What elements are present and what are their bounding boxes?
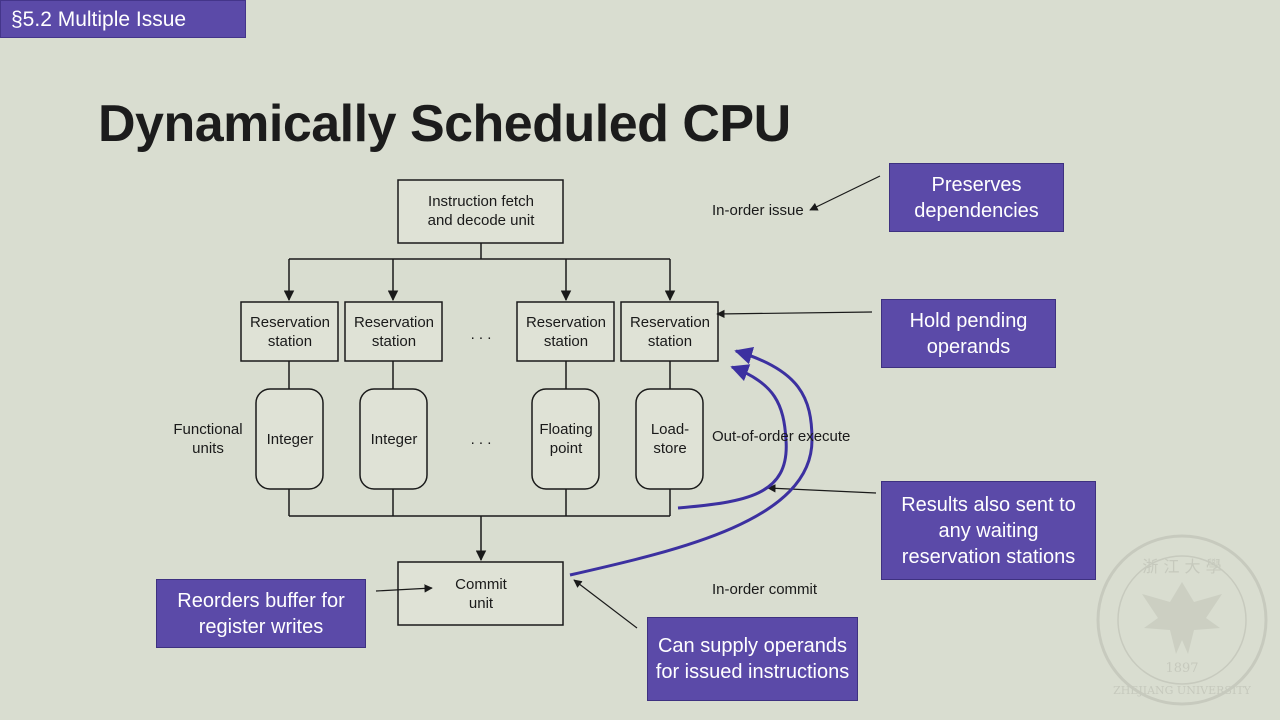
functional-unit-label-1: Integer <box>267 431 314 448</box>
functional-unit-box-4 <box>635 388 704 490</box>
svg-text:浙 江 大 學: 浙 江 大 學 <box>1142 557 1221 576</box>
forward-path-commit <box>569 346 814 577</box>
reservation-station-box-3 <box>516 301 615 362</box>
pointer-results <box>767 484 877 494</box>
out-of-order-execute-label: Out-of-order execute <box>712 428 850 445</box>
eagle-emblem-icon <box>1142 582 1222 654</box>
svg-text:1897: 1897 <box>1165 661 1198 676</box>
pointer-supply <box>573 579 638 629</box>
in-order-commit-label: In-order commit <box>712 581 818 598</box>
section-tab: §5.2 Multiple Issue <box>0 0 246 38</box>
pointer-reorders <box>375 584 433 593</box>
callout-reorders-buffer: Reorders buffer for register writes <box>156 579 366 648</box>
fetch-unit-box <box>397 179 564 244</box>
functional-unit-label-4: Load-store <box>651 421 689 457</box>
reservation-station-box-2 <box>344 301 443 362</box>
forward-path-results <box>677 364 788 510</box>
reservation-station-box-1 <box>240 301 339 362</box>
callout-hold-pending-operands: Hold pending operands <box>881 299 1056 368</box>
callout-results-sent: Results also sent to any waiting reserva… <box>881 481 1096 580</box>
commit-unit-box <box>397 561 564 626</box>
functional-unit-label-2: Integer <box>371 431 418 448</box>
callout-supply-operands: Can supply operands for issued instructi… <box>647 617 858 701</box>
callout-preserves-dependencies: Preserves dependencies <box>889 163 1064 232</box>
in-order-issue-label: In-order issue <box>712 202 804 219</box>
ellipsis-stations: . . . <box>471 326 492 343</box>
svg-text:ZHEJIANG UNIVERSITY: ZHEJIANG UNIVERSITY <box>1113 684 1252 697</box>
reservation-station-box-4 <box>620 301 719 362</box>
ellipsis-units: . . . <box>471 431 492 448</box>
pointer-preserves <box>809 175 881 211</box>
pointer-hold <box>716 309 873 319</box>
functional-unit-box-3 <box>531 388 600 490</box>
slide-title: Dynamically Scheduled CPU <box>98 95 791 153</box>
university-seal-watermark: 浙 江 大 學 1897 ZHEJIANG UNIVERSITY <box>1096 534 1268 706</box>
